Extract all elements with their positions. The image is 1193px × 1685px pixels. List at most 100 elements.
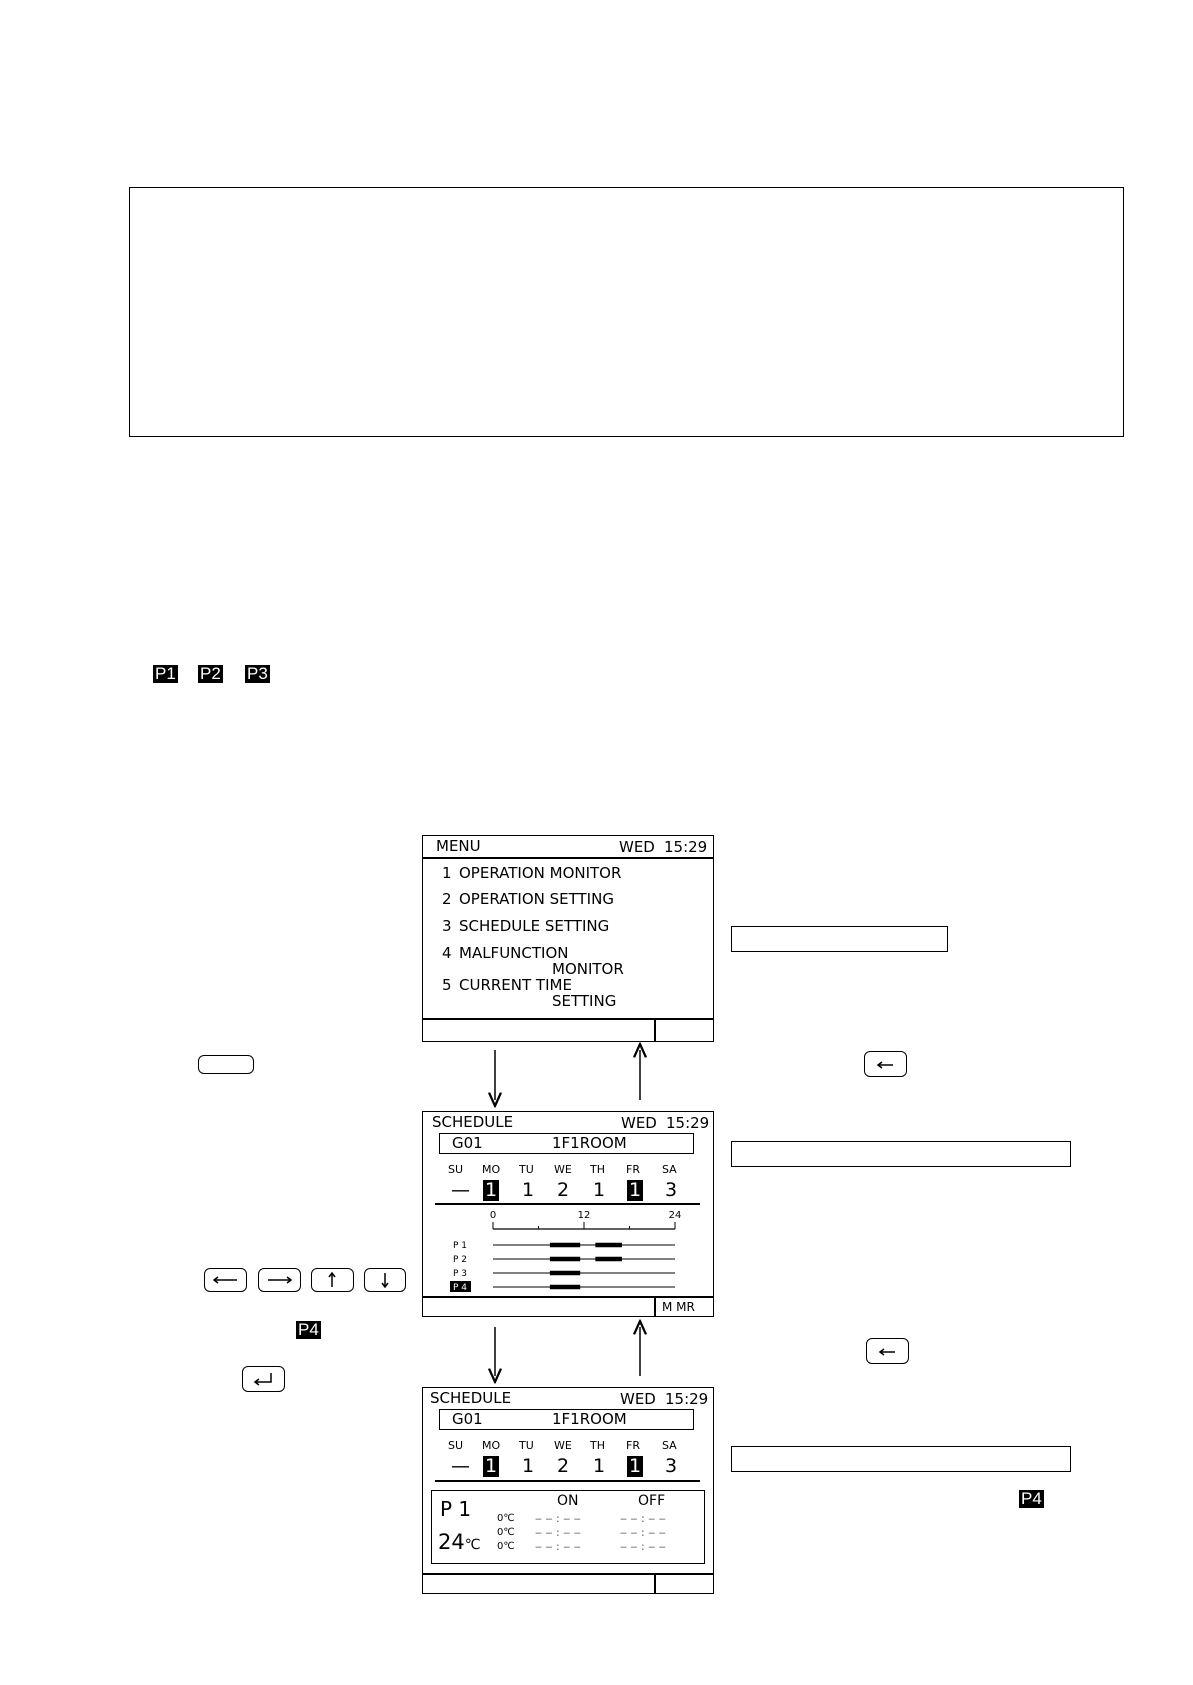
schedule-day-program-fr[interactable]: 1 [627, 1179, 644, 1201]
detail-group-field[interactable]: G01 1F1ROOM [439, 1409, 694, 1430]
menu-footer-split [654, 1018, 656, 1041]
note-box [129, 187, 1124, 437]
menu-item-malfunction-monitor-line2: MONITOR [552, 960, 624, 978]
off-header: OFF [638, 1493, 666, 1509]
schedule-day-label-sa: SA [662, 1163, 677, 1176]
program-label-p1: P 1 [453, 1241, 467, 1251]
menu-item-4-num: 4 [442, 944, 452, 962]
enter-arrow-icon [253, 1373, 272, 1386]
row3-temp: 0℃ [497, 1541, 515, 1552]
axis-tick-label: 12 [578, 1210, 591, 1221]
row1-on-time[interactable]: ‒ ‒ : ‒ ‒ [535, 1512, 581, 1525]
schedule-day-label-su: SU [448, 1163, 464, 1176]
schedule-day-program-mo[interactable]: 1 [483, 1179, 500, 1201]
up-arrow-icon [328, 1271, 336, 1287]
program-temp-unit: ℃ [464, 1537, 481, 1553]
menu-item-schedule-setting[interactable]: SCHEDULE SETTING [459, 917, 610, 935]
menu-footer-divider [423, 1018, 713, 1020]
detail-group-id: G01 [452, 1410, 483, 1428]
room-name: 1F1ROOM [552, 1134, 627, 1152]
menu-time: 15:29 [664, 838, 708, 856]
badge-p1: P1 [153, 664, 178, 683]
schedule-footer-split [654, 1296, 656, 1316]
detail-divider [435, 1480, 700, 1482]
right-arrow-icon [268, 1276, 293, 1284]
group-field[interactable]: G01 1F1ROOM [439, 1133, 694, 1154]
detail-day-label-th: TH [590, 1439, 605, 1452]
schedule-day-program-we[interactable]: 2 [557, 1179, 570, 1201]
menu-item-malfunction-monitor[interactable]: MALFUNCTION [459, 944, 569, 962]
badge-p4-left: P4 [296, 1320, 321, 1339]
menu-item-1-num: 1 [442, 864, 452, 882]
schedule-day-program-sa[interactable]: 3 [665, 1179, 678, 1201]
axis-tick-label: 0 [490, 1210, 496, 1221]
return-arrow-icon [878, 1348, 895, 1356]
group-id: G01 [452, 1134, 483, 1152]
detail-day-label-fr: FR [626, 1439, 640, 1452]
down-key[interactable] [364, 1268, 406, 1292]
detail-day-label-tu: TU [519, 1439, 534, 1452]
menu-item-5-num: 5 [442, 976, 452, 994]
schedule-day-program-th[interactable]: 1 [593, 1179, 606, 1201]
return-key-1[interactable] [864, 1051, 907, 1077]
detail-title: SCHEDULE [430, 1389, 512, 1407]
detail-day-program-we[interactable]: 2 [557, 1455, 570, 1477]
left-arrow-icon [212, 1276, 237, 1284]
menu-day: WED [619, 838, 655, 856]
program-detail-box: P 1 24℃ ON OFF 0℃ ‒ ‒ : ‒ ‒ ‒ ‒ : ‒ ‒ 0℃… [431, 1490, 705, 1564]
axis-tick-label: 24 [669, 1210, 682, 1221]
detail-day-program-su[interactable]: — [451, 1455, 470, 1477]
left-key[interactable] [204, 1268, 247, 1292]
schedule-day-label-we: WE [554, 1163, 572, 1176]
row2-temp: 0℃ [497, 1527, 515, 1538]
return-key-2[interactable] [866, 1338, 909, 1364]
detail-day-label-mo: MO [482, 1439, 501, 1452]
menu-item-current-time-setting[interactable]: CURRENT TIME [459, 976, 572, 994]
detail-day-program-tu[interactable]: 1 [522, 1455, 535, 1477]
label-box-3 [731, 1446, 1071, 1472]
schedule-day-program-su[interactable]: — [451, 1179, 470, 1201]
schedule-day-program-tu[interactable]: 1 [522, 1179, 535, 1201]
label-box-1 [731, 926, 948, 952]
mode-indicator: M MR [662, 1300, 695, 1314]
row2-on-time[interactable]: ‒ ‒ : ‒ ‒ [535, 1526, 581, 1539]
up-key[interactable] [311, 1268, 354, 1292]
on-header: ON [557, 1493, 579, 1509]
row3-on-time[interactable]: ‒ ‒ : ‒ ‒ [535, 1540, 581, 1553]
enter-key[interactable] [242, 1366, 285, 1392]
detail-footer-split [654, 1573, 656, 1593]
detail-day-program-fr[interactable]: 1 [627, 1455, 644, 1477]
menu-header-divider [423, 857, 713, 859]
detail-day: WED [620, 1390, 656, 1408]
blank-key[interactable] [198, 1055, 254, 1074]
row1-temp: 0℃ [497, 1513, 515, 1524]
schedule-day-label-mo: MO [482, 1163, 501, 1176]
detail-time: 15:29 [665, 1390, 709, 1408]
right-key[interactable] [258, 1268, 301, 1292]
program-label-p3: P 3 [453, 1269, 467, 1279]
menu-item-3-num: 3 [442, 917, 452, 935]
schedule-title: SCHEDULE [432, 1113, 514, 1131]
menu-item-operation-setting[interactable]: OPERATION SETTING [459, 890, 614, 908]
menu-item-operation-monitor[interactable]: OPERATION MONITOR [459, 864, 622, 882]
detail-day-program-mo[interactable]: 1 [483, 1455, 500, 1477]
detail-day-program-sa[interactable]: 3 [665, 1455, 678, 1477]
menu-item-2-num: 2 [442, 890, 452, 908]
row1-off-time[interactable]: ‒ ‒ : ‒ ‒ [620, 1512, 666, 1525]
selected-program-highlight [450, 1281, 471, 1292]
program-label-p2: P 2 [453, 1255, 467, 1265]
detail-day-label-sa: SA [662, 1439, 677, 1452]
row3-off-time[interactable]: ‒ ‒ : ‒ ‒ [620, 1540, 666, 1553]
program-temp: 24℃ [438, 1532, 480, 1553]
menu-title: MENU [436, 837, 481, 855]
detail-day-label-we: WE [554, 1439, 572, 1452]
schedule-day-label-tu: TU [519, 1163, 534, 1176]
menu-screen: MENU WED 15:29 1 OPERATION MONITOR 2 OPE… [422, 835, 714, 1042]
down-arrow-icon [381, 1273, 389, 1289]
detail-day-program-th[interactable]: 1 [593, 1455, 606, 1477]
schedule-day: WED [621, 1114, 657, 1132]
row2-off-time[interactable]: ‒ ‒ : ‒ ‒ [620, 1526, 666, 1539]
